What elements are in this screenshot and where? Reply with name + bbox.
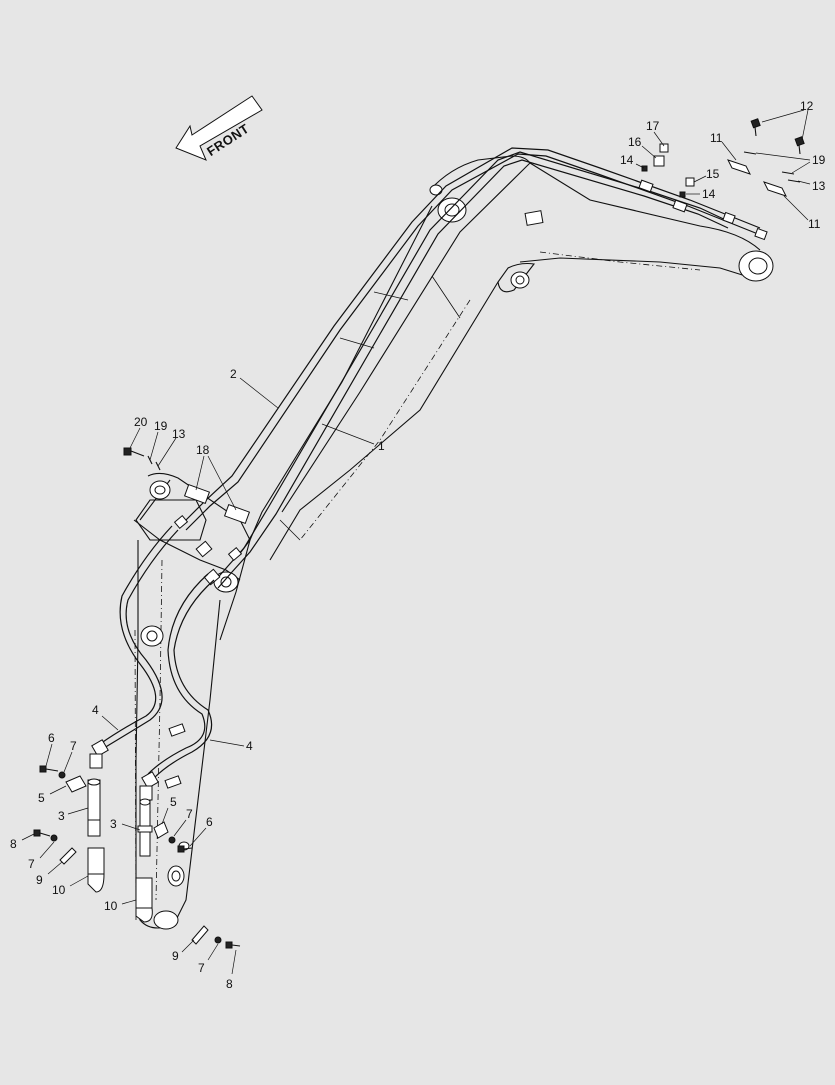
- callout-4: 4: [246, 739, 253, 753]
- leader-lines: [21, 109, 811, 975]
- bolt-icon: [39, 765, 59, 773]
- callout-9: 9: [172, 949, 179, 963]
- callout-7: 7: [198, 961, 205, 975]
- callout-3: 3: [58, 809, 65, 823]
- callout-6: 6: [48, 731, 55, 745]
- callout-5: 5: [170, 795, 177, 809]
- pipe-1: [213, 151, 731, 589]
- callout-13: 13: [812, 179, 826, 193]
- top-left-fasteners: [123, 447, 161, 471]
- callout-11: 11: [808, 217, 821, 231]
- callout-8: 8: [10, 837, 17, 851]
- callout-7: 7: [28, 857, 35, 871]
- callout-19: 19: [812, 153, 826, 167]
- pipe-2: [173, 147, 768, 586]
- callout-13: 13: [172, 427, 186, 441]
- callout-14: 14: [620, 153, 634, 167]
- fitting-group-left: [33, 765, 105, 893]
- callout-8: 8: [226, 977, 233, 991]
- boom-outline: [249, 155, 774, 561]
- callout-5: 5: [38, 791, 45, 805]
- callout-18: 18: [196, 443, 210, 457]
- callout-7: 7: [186, 807, 193, 821]
- callout-9: 9: [36, 873, 43, 887]
- callout-10: 10: [52, 883, 66, 897]
- front-direction-arrow: FRONT: [175, 95, 263, 161]
- callout-4: 4: [92, 703, 99, 717]
- top-right-fasteners: [641, 118, 805, 198]
- callout-15: 15: [706, 167, 720, 181]
- hose-4-left: [89, 525, 179, 769]
- callout-10: 10: [104, 899, 118, 913]
- callout-12: 12: [800, 99, 814, 113]
- callout-17: 17: [646, 119, 660, 133]
- fitting-group-center: [135, 798, 241, 949]
- callout-7: 7: [70, 739, 77, 753]
- callout-2: 2: [230, 367, 237, 381]
- hose-4-right: [139, 573, 215, 801]
- callout-14: 14: [702, 187, 716, 201]
- callout-1: 1: [378, 439, 385, 453]
- callout-labels: 1 2 3 3 4 4 5 5 6 6 7 7 7 7 8 8 9 9 10 1…: [10, 99, 826, 991]
- callout-11: 11: [710, 131, 723, 145]
- callout-16: 16: [628, 135, 642, 149]
- callout-19: 19: [154, 419, 168, 433]
- callout-6: 6: [206, 815, 213, 829]
- callout-20: 20: [134, 415, 148, 429]
- arm-outline: [133, 472, 251, 930]
- clamp-blocks: [183, 179, 688, 525]
- callout-3: 3: [110, 817, 117, 831]
